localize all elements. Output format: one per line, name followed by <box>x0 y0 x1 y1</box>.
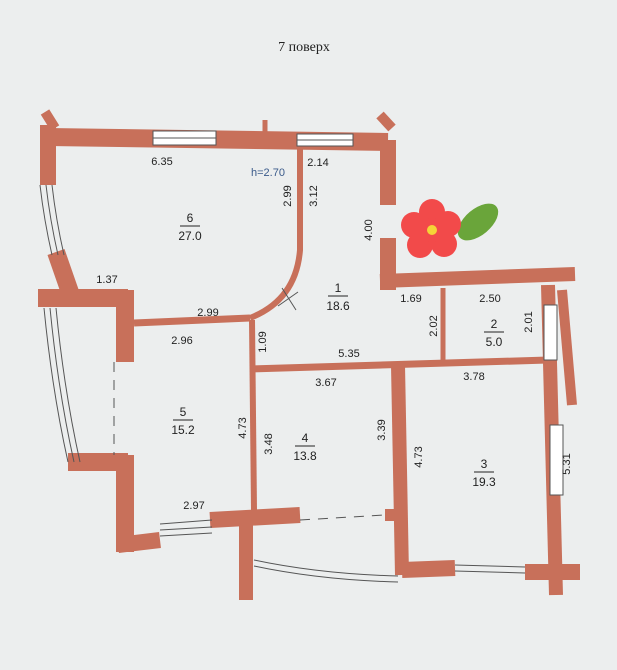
dimension-label: 2.01 <box>523 311 535 332</box>
dimension-label: 6.35 <box>151 156 172 168</box>
room-3: 319.3 <box>472 457 496 489</box>
walls <box>38 109 580 600</box>
room-label-text: 1 <box>335 281 342 295</box>
room-5: 515.2 <box>171 405 195 437</box>
flower-sticker <box>401 199 499 258</box>
dimension-label: 2.99 <box>282 185 294 206</box>
dimension-label: 4.73 <box>237 417 249 438</box>
dimension-label: 2.02 <box>428 315 440 336</box>
dimension-label: 1.69 <box>400 293 421 305</box>
dimension-label: 2.14 <box>307 157 328 169</box>
room-label-text: 5 <box>180 405 187 419</box>
room-label-text: 5.0 <box>486 335 503 349</box>
floor-title: 7 поверх <box>278 40 330 55</box>
room-label-text: 2 <box>491 317 498 331</box>
dimension-label: 3.78 <box>463 371 484 383</box>
room-label-text: 15.2 <box>171 423 195 437</box>
room-1: 118.6 <box>326 281 350 313</box>
dimension-label: 3.39 <box>376 419 388 440</box>
dimension-label: 2.96 <box>171 335 192 347</box>
dimension-label: 4.73 <box>413 446 425 467</box>
room-4: 413.8 <box>293 431 317 463</box>
room-label-text: 19.3 <box>472 475 496 489</box>
dimension-label: 2.99 <box>197 307 218 319</box>
room-label-text: 4 <box>302 431 309 445</box>
room-6: 627.0 <box>178 211 202 243</box>
dimension-label: 3.12 <box>308 185 320 206</box>
dimension-label: 3.67 <box>315 377 336 389</box>
room-label-text: 6 <box>187 211 194 225</box>
windows <box>39 130 564 583</box>
dimension-label: 5.35 <box>338 348 359 360</box>
ceiling-height: h=2.70 <box>251 167 285 179</box>
room-label-text: 13.8 <box>293 449 317 463</box>
dimension-label: 1.09 <box>257 331 269 352</box>
dimension-label: 2.50 <box>479 293 500 305</box>
room-2: 25.0 <box>484 317 504 349</box>
dimension-label: 4.00 <box>363 219 375 240</box>
room-label-text: 3 <box>481 457 488 471</box>
room-label-text: 18.6 <box>326 299 350 313</box>
dimension-label: 2.97 <box>183 500 204 512</box>
room-labels: 627.0 118.6 25.0 319.3 413.8 515.2 <box>171 211 504 489</box>
dimension-label: 1.37 <box>96 274 117 286</box>
dimension-label: 5.31 <box>561 453 573 474</box>
room-label-text: 27.0 <box>178 229 202 243</box>
dimension-label: 3.48 <box>263 433 275 454</box>
dimensions: 6.35 2.14 2.99 3.12 4.00 1.37 2.99 1.69 … <box>96 156 573 512</box>
